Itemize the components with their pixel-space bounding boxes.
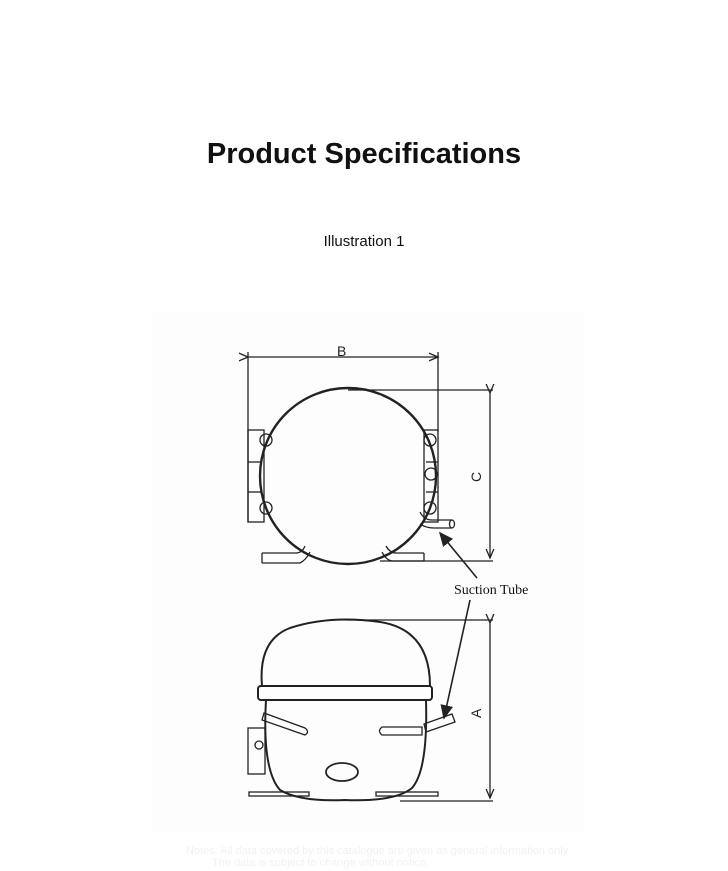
dimension-a-label: A bbox=[468, 708, 484, 718]
illustration-caption: Illustration 1 bbox=[323, 233, 405, 250]
page-title: Product Specifications bbox=[206, 138, 522, 170]
side-view bbox=[247, 620, 493, 802]
figure-background bbox=[152, 312, 584, 832]
dimension-b-label: B bbox=[337, 343, 346, 359]
dimension-c-label: C bbox=[468, 472, 484, 482]
top-view bbox=[248, 352, 493, 566]
notes: Notes: All data covered by this catalogu… bbox=[186, 845, 570, 869]
suction-tube-label: Suction Tube bbox=[454, 583, 528, 598]
notes-line-2: The data is subject to change without no… bbox=[212, 857, 430, 869]
notes-line-1: Notes: All data covered by this catalogu… bbox=[186, 845, 571, 857]
